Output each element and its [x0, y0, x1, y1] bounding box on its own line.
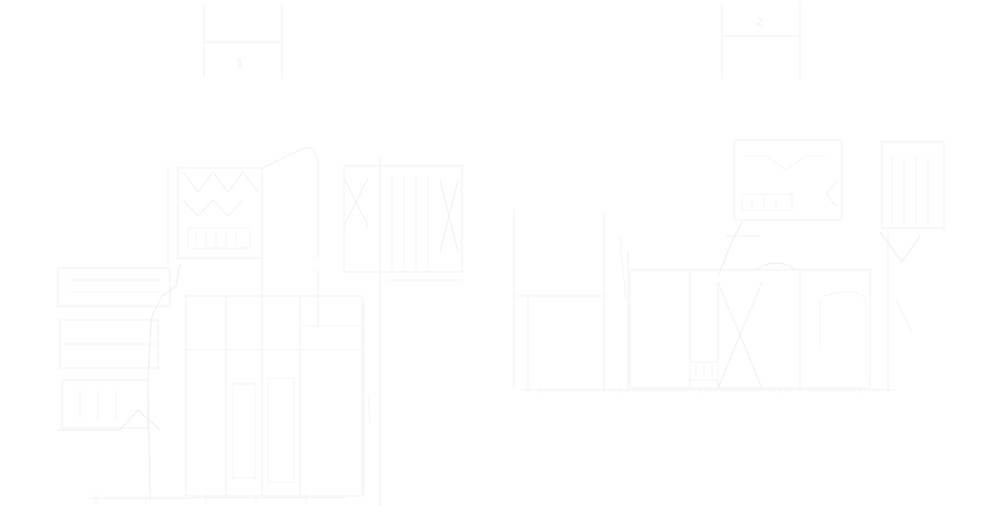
- figure-1-upper-assembly: [167, 147, 319, 262]
- figure-2-label: 2: [756, 15, 764, 29]
- figure-2: 2: [513, 4, 945, 394]
- figure-1-center-frame: [185, 258, 371, 497]
- figure-2-label-box: 2: [721, 4, 801, 78]
- figure-1-body: [57, 263, 181, 501]
- figure-1-label: 1: [236, 57, 244, 71]
- figure-2-upper-head: [717, 139, 843, 277]
- figure-1-right-fixture: [343, 156, 463, 506]
- figure-2-base: [520, 386, 894, 394]
- figure-2-left-arm: [513, 210, 629, 392]
- figure-2-lower-body: [629, 262, 871, 389]
- figure-1: 1: [57, 4, 463, 506]
- figure-1-label-box: 1: [203, 4, 283, 78]
- figure-2-right-column: [879, 141, 945, 392]
- figure-1-base: [88, 492, 346, 504]
